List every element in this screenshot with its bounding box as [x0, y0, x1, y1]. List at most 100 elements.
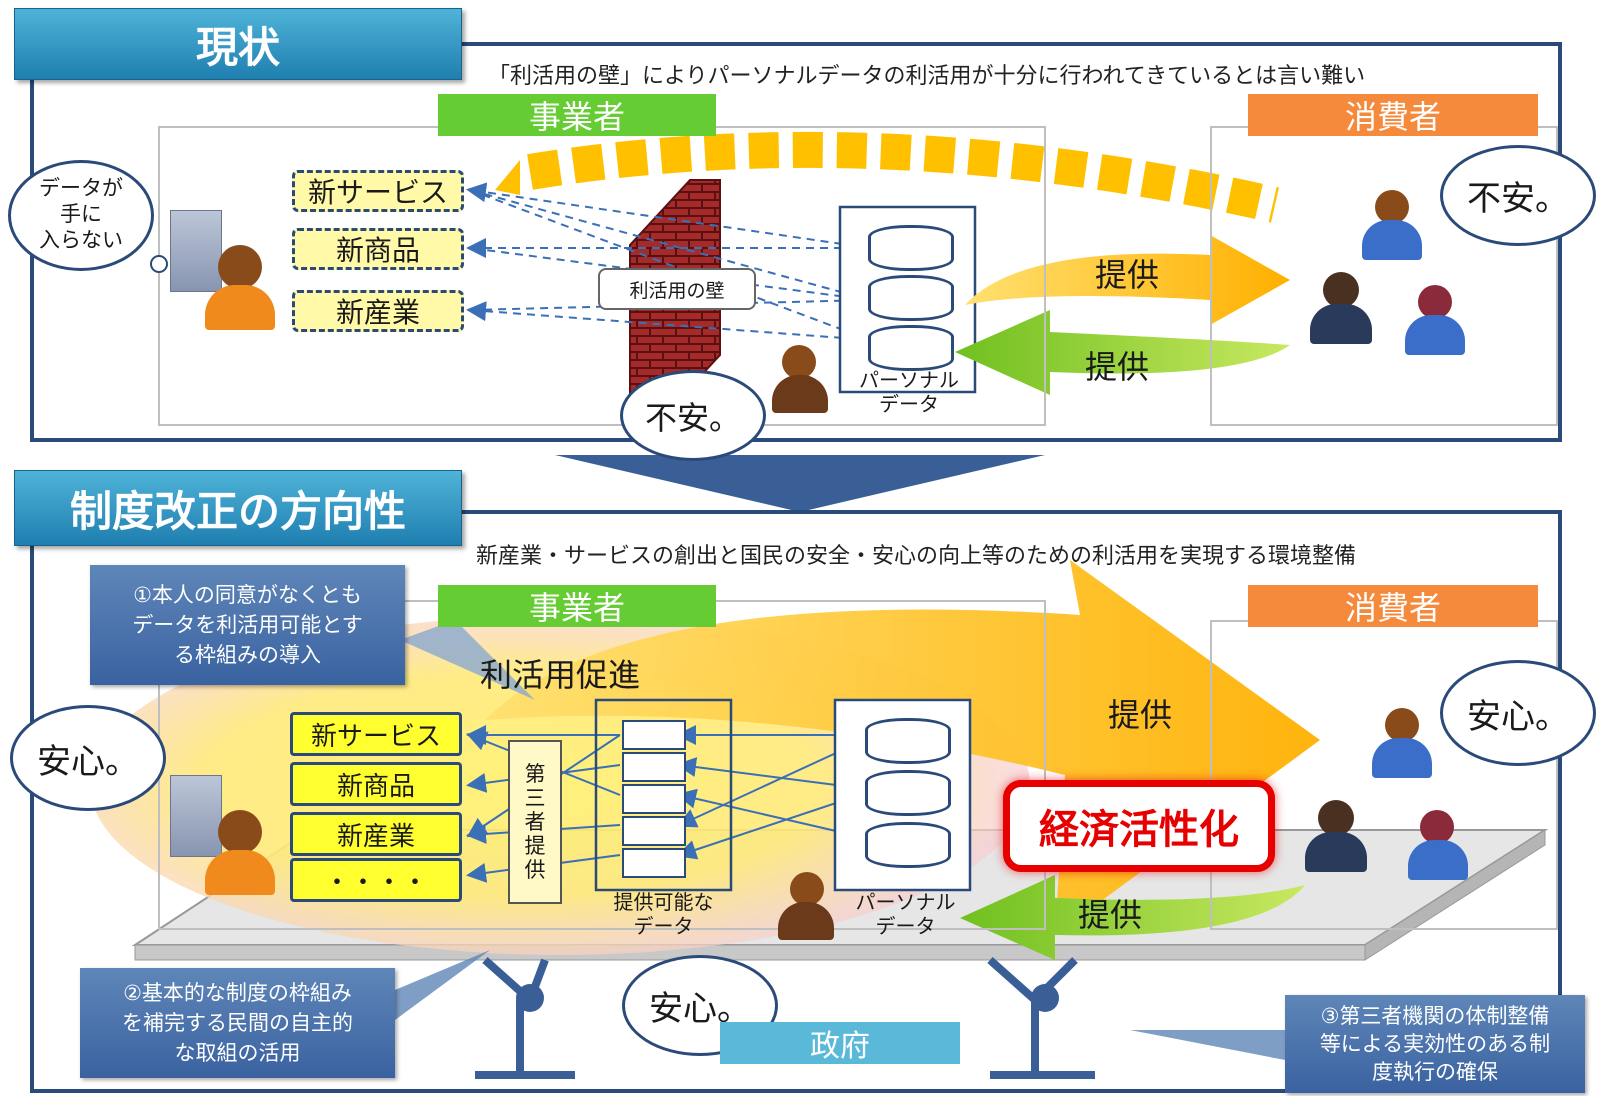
callout-1-pointer	[400, 620, 535, 700]
data-cylinder-icon	[865, 770, 951, 816]
consumer-head-icon	[1420, 810, 1454, 844]
person-head-icon	[790, 872, 824, 906]
document-icon	[622, 784, 686, 814]
document-icon	[622, 720, 686, 750]
provide-arrow-to-consumer	[965, 235, 1290, 325]
callout-1-line-2: データを利活用可能とす	[132, 613, 363, 637]
providable-data-label: 提供可能な データ	[596, 890, 731, 938]
business-label-bottom: 事業者	[438, 585, 716, 627]
reform-title: 制度改正の方向性	[14, 470, 462, 546]
callout-1-line-1: ①本人の同意がなくとも	[133, 583, 362, 607]
person-head-icon	[782, 345, 816, 379]
provide-label-top-1: 提供	[1095, 256, 1160, 294]
business-label-top: 事業者	[438, 94, 716, 136]
data-cylinder-icon	[868, 275, 954, 321]
provide-label-bottom-1: 提供	[1108, 696, 1173, 734]
current-caption: 「利活用の壁」によりパーソナルデータの利活用が十分に行われてきているとは言い難い	[488, 64, 1366, 89]
personal-data-line-1: パーソナル	[859, 368, 959, 392]
businessperson-icon	[205, 285, 275, 330]
service-box-new-industry: 新産業	[292, 290, 464, 332]
personal-data-line-2: データ	[875, 914, 936, 938]
economic-activation-label: 経済活性化	[1003, 780, 1275, 872]
consumer-icon	[1310, 304, 1372, 344]
document-icon	[622, 848, 686, 878]
third-party-char: 供	[524, 858, 546, 882]
document-icon	[622, 752, 686, 782]
service-box-new-industry: 新産業	[290, 812, 462, 856]
callout-3-line-3: 度執行の確保	[1372, 1060, 1498, 1084]
businessperson-head-icon	[218, 810, 262, 854]
consumer-icon	[1305, 832, 1367, 872]
consumer-head-icon	[1385, 708, 1419, 742]
service-box-new-product: 新商品	[290, 762, 462, 806]
provide-label-top-2: 提供	[1085, 348, 1150, 386]
person-icon	[772, 375, 828, 413]
relief-bubble-consumer: 安心。	[1440, 660, 1596, 766]
service-box-new-product: 新商品	[292, 228, 464, 270]
relief-bubble-business: 安心。	[10, 705, 166, 811]
government-label: 政府	[720, 1022, 960, 1064]
businessperson-icon	[205, 850, 275, 895]
personal-data-line-1: パーソナル	[855, 890, 956, 914]
anxiety-cloud-middle: 不安。	[620, 370, 766, 461]
third-party-char: 者	[524, 810, 546, 834]
data-cylinder-icon	[868, 225, 954, 271]
callout-2-line-3: な取組の活用	[174, 1041, 301, 1065]
third-party-char: 第	[524, 762, 546, 786]
consumer-icon	[1408, 840, 1468, 880]
personal-data-label-top: パーソナル データ	[845, 368, 973, 416]
data-cylinder-icon	[868, 325, 954, 371]
anxiety-cloud-consumer: 不安。	[1440, 145, 1596, 246]
third-party-provision-box: 第 三 者 提 供	[508, 740, 562, 904]
wall-label: 利活用の壁	[598, 268, 756, 310]
provide-label-bottom-2: 提供	[1078, 896, 1143, 934]
building-icon	[170, 775, 222, 857]
callout-2-line-1: ②基本的な制度の枠組み	[123, 981, 352, 1005]
callout-2-line-2: を補完する民間の自主的	[122, 1011, 353, 1035]
consumer-label-bottom: 消費者	[1248, 585, 1538, 627]
service-box-new-service: 新サービス	[290, 712, 462, 756]
callout-3-line-1: ③第三者機関の体制整備	[1320, 1004, 1550, 1028]
person-icon	[778, 902, 834, 940]
consumer-head-icon	[1418, 285, 1452, 319]
provide-arrow-bottom	[960, 875, 1305, 960]
thought-bubble-dot	[150, 255, 168, 273]
third-party-char: 三	[524, 786, 546, 810]
third-party-char: 提	[524, 834, 546, 858]
provide-arrow-from-consumer	[955, 310, 1290, 395]
consumer-label-top: 消費者	[1248, 94, 1538, 136]
document-icon	[622, 816, 686, 846]
consumer-head-icon	[1318, 800, 1354, 836]
callout-2-pointer	[395, 950, 490, 1020]
thought-line-3: 入らない	[39, 228, 123, 252]
building-icon	[170, 210, 222, 292]
callout-1: ①本人の同意がなくとも データを利活用可能とす る枠組みの導入	[90, 565, 405, 685]
callout-2: ②基本的な制度の枠組み を補完する民間の自主的 な取組の活用	[80, 968, 395, 1078]
personal-data-line-2: データ	[879, 392, 939, 416]
providable-data-box	[594, 698, 733, 892]
businessperson-head-icon	[218, 245, 262, 289]
reform-caption: 新産業・サービスの創出と国民の安全・安心の向上等のための利活用を実現する環境整備	[476, 544, 1357, 569]
transition-down-arrow	[555, 455, 1045, 512]
thought-cloud-business	[8, 160, 154, 271]
reform-frame	[30, 510, 1562, 1093]
callout-3: ③第三者機関の体制整備 等による実効性のある制 度執行の確保	[1285, 995, 1585, 1093]
service-box-more: ・・・・	[290, 858, 462, 902]
thought-line-1: データが	[39, 176, 123, 200]
callout-3-pointer	[1130, 1030, 1285, 1060]
service-box-new-service: 新サービス	[292, 170, 464, 212]
thought-line-2: 手に	[60, 202, 102, 226]
current-title: 現状	[14, 8, 462, 80]
consumer-icon	[1372, 738, 1432, 778]
providable-data-line-1: 提供可能な	[613, 890, 714, 914]
consumer-head-icon	[1375, 190, 1409, 224]
providable-data-line-2: データ	[633, 914, 694, 938]
consumer-icon	[1362, 220, 1422, 260]
consumer-icon	[1405, 315, 1465, 355]
consumer-head-icon	[1323, 272, 1359, 308]
personal-data-label-bottom: パーソナル データ	[838, 890, 973, 938]
business-thought-text: データが 手に 入らない	[36, 175, 126, 253]
callout-1-line-3: る枠組みの導入	[174, 643, 321, 667]
callout-3-line-2: 等による実効性のある制	[1319, 1032, 1551, 1056]
data-cylinder-icon	[865, 718, 951, 764]
